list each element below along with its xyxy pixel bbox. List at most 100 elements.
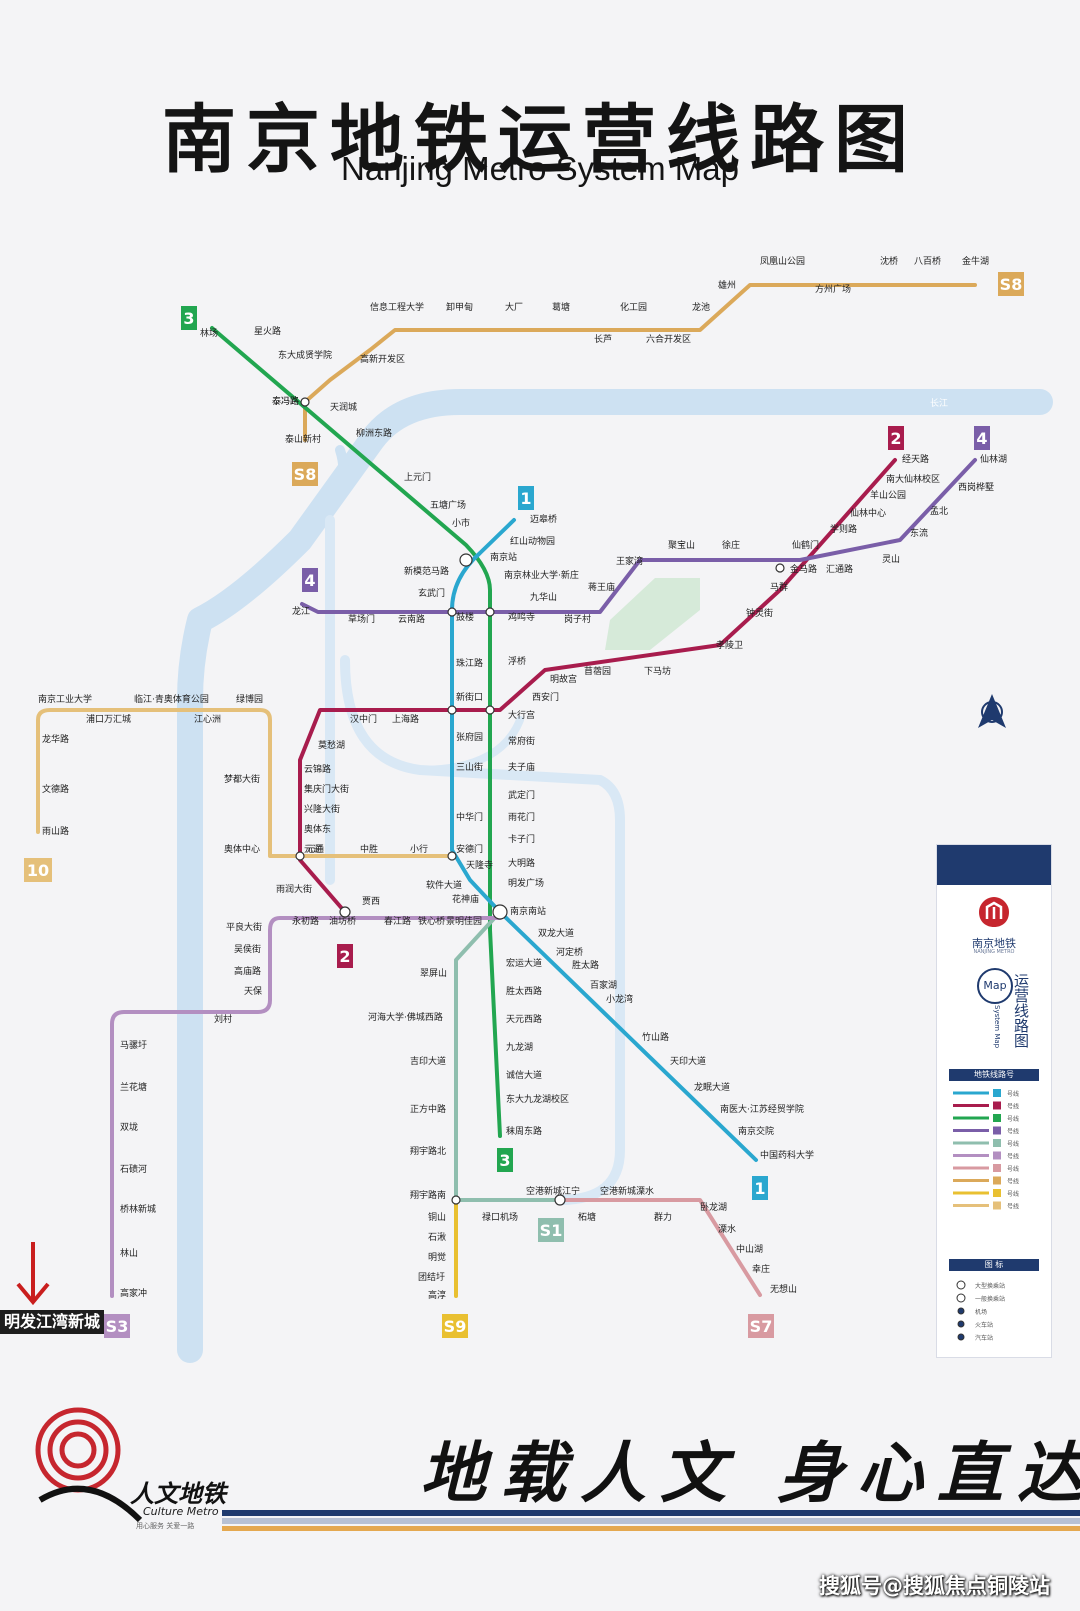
station-label[interactable]: 孟北 — [930, 506, 948, 517]
station-label[interactable]: 鸡鸣寺 — [508, 611, 535, 623]
station-dot[interactable] — [554, 1194, 566, 1206]
station-label[interactable]: 南京林业大学·新庄 — [504, 569, 579, 581]
station-label[interactable]: 林山 — [120, 1247, 138, 1259]
station-label[interactable]: 奥体东 — [304, 823, 331, 835]
station-label[interactable]: 双龙大道 — [538, 927, 574, 939]
station-label[interactable]: 玄武门 — [418, 587, 445, 599]
station-label[interactable]: 方州广场 — [815, 283, 851, 295]
station-label[interactable]: 天元西路 — [506, 1013, 542, 1025]
station-label[interactable]: 铜山 — [428, 1211, 446, 1223]
station-label[interactable]: 空港新城江宁 — [526, 1185, 580, 1197]
station-label[interactable]: 六合开发区 — [646, 333, 691, 345]
station-label[interactable]: 卸甲甸 — [446, 301, 473, 313]
station-label[interactable]: 云南路 — [398, 613, 425, 625]
station-label[interactable]: 葛塘 — [552, 301, 570, 313]
station-label[interactable]: 无想山 — [770, 1283, 797, 1295]
station-label[interactable]: 武定门 — [508, 789, 535, 801]
station-label[interactable]: 南大仙林校区 — [886, 473, 940, 485]
station-label[interactable]: 柘塘 — [578, 1211, 596, 1223]
station-label[interactable]: 绿博园 — [236, 693, 263, 705]
station-dot[interactable] — [492, 904, 508, 920]
station-label[interactable]: 信息工程大学 — [370, 301, 424, 313]
station-label[interactable]: 凤凰山公园 — [760, 256, 805, 267]
station-label[interactable]: 永初路 — [292, 915, 319, 927]
station-dot[interactable] — [485, 705, 495, 715]
station-label[interactable]: 竹山路 — [642, 1031, 669, 1043]
station-label[interactable]: 龙江 — [292, 605, 310, 617]
station-dot[interactable] — [447, 607, 457, 617]
station-label[interactable]: 中山湖 — [736, 1243, 763, 1255]
station-label[interactable]: 东流 — [910, 527, 928, 539]
station-label[interactable]: 梦都大街 — [224, 773, 260, 785]
station-label[interactable]: 仙林湖 — [980, 453, 1007, 465]
station-dot[interactable] — [447, 851, 457, 861]
station-label[interactable]: 宏运大道 — [506, 957, 542, 969]
station-label[interactable]: 南京交院 — [738, 1125, 774, 1137]
station-label[interactable]: 翔宇路北 — [410, 1145, 446, 1157]
station-label[interactable]: 兰花塘 — [120, 1081, 147, 1093]
station-label[interactable]: 花神庙 — [452, 893, 479, 905]
station-label[interactable]: 迈皋桥 — [530, 513, 557, 525]
station-label[interactable]: 吉印大道 — [410, 1055, 446, 1067]
station-label[interactable]: 河海大学·佛城西路 — [368, 1011, 443, 1023]
station-label[interactable]: 软件大道 — [426, 879, 462, 891]
station-label[interactable]: 奥体中心 — [224, 843, 260, 855]
station-label[interactable]: 明发广场 — [508, 877, 544, 889]
station-label[interactable]: 小龙湾 — [606, 993, 633, 1005]
station-label[interactable]: 大行宫 — [508, 709, 535, 721]
station-label[interactable]: 化工园 — [620, 301, 647, 313]
station-label[interactable]: 群力 — [654, 1211, 672, 1223]
station-label[interactable]: 东大成贤学院 — [278, 349, 332, 361]
station-dot[interactable] — [447, 705, 457, 715]
station-label[interactable]: 文德路 — [42, 783, 69, 795]
station-label[interactable]: 西安门 — [532, 691, 559, 703]
station-label[interactable]: 孝陵卫 — [716, 640, 743, 651]
station-label[interactable]: 天保 — [244, 985, 262, 997]
station-dot[interactable] — [775, 563, 785, 573]
station-label[interactable]: 元通 — [304, 844, 322, 855]
station-label[interactable]: 金马路 — [790, 563, 817, 575]
station-label[interactable]: 灵山 — [882, 554, 900, 565]
station-label[interactable]: 江心洲 — [194, 714, 221, 725]
station-label[interactable]: 天润城 — [330, 401, 357, 413]
station-label[interactable]: 春江路 — [384, 915, 411, 927]
station-label[interactable]: 学则路 — [830, 523, 857, 535]
station-label[interactable]: 临江·青奥体育公园 — [134, 693, 209, 705]
station-label[interactable]: 溧水 — [718, 1223, 736, 1235]
station-label[interactable]: 沈桥 — [880, 255, 898, 267]
station-label[interactable]: 石湫 — [428, 1232, 446, 1243]
station-label[interactable]: 高家冲 — [120, 1287, 147, 1299]
station-label[interactable]: 空港新城溧水 — [600, 1185, 654, 1197]
station-label[interactable]: 浮桥 — [508, 655, 526, 667]
station-label[interactable]: 钟灵街 — [746, 607, 773, 619]
station-label[interactable]: 桥林新城 — [120, 1203, 156, 1215]
station-label[interactable]: 胜太西路 — [506, 985, 542, 997]
station-label[interactable]: 仙林中心 — [850, 507, 886, 519]
station-label[interactable]: 柳洲东路 — [356, 427, 392, 439]
station-label[interactable]: 汉中门 — [350, 713, 377, 725]
station-dot[interactable] — [485, 607, 495, 617]
station-label[interactable]: 马群 — [770, 581, 788, 593]
station-label[interactable]: 平良大街 — [226, 921, 262, 933]
station-label[interactable]: 禄口机场 — [482, 1211, 518, 1223]
station-label[interactable]: 仙鹤门 — [792, 539, 819, 551]
station-label[interactable]: 大厂 — [505, 301, 523, 313]
station-label[interactable]: 中胜 — [360, 843, 378, 855]
station-label[interactable]: 南京站 — [490, 551, 517, 563]
station-dot[interactable] — [339, 906, 351, 918]
station-label[interactable]: 雨润大街 — [276, 883, 312, 895]
station-label[interactable]: 南京南站 — [510, 905, 546, 917]
station-label[interactable]: 正方中路 — [410, 1103, 446, 1115]
station-label[interactable]: 刘村 — [214, 1013, 232, 1025]
station-label[interactable]: 石碛河 — [120, 1163, 147, 1175]
station-label[interactable]: 红山动物园 — [510, 535, 555, 547]
station-label[interactable]: 中国药科大学 — [760, 1149, 814, 1161]
station-label[interactable]: 团结圩 — [418, 1271, 445, 1283]
station-label[interactable]: 雨花门 — [508, 811, 535, 823]
station-label[interactable]: 明故宫 — [550, 673, 577, 685]
station-label[interactable]: 羊山公园 — [870, 489, 906, 501]
station-label[interactable]: 王家湾 — [616, 555, 643, 567]
station-label[interactable]: 安德门 — [456, 843, 483, 855]
station-label[interactable]: 泰冯路 — [272, 395, 299, 407]
station-label[interactable]: 河定桥 — [556, 946, 583, 958]
